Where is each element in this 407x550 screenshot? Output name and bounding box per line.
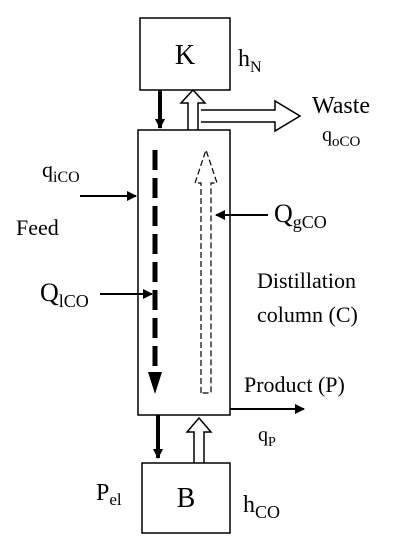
liquid-down-arrowhead <box>148 372 162 394</box>
q-oco-label: qoCO <box>322 124 361 150</box>
q-p-sub: P <box>268 435 276 450</box>
q-lco-label: QlCO <box>40 278 89 311</box>
h-n-main: h <box>238 46 250 72</box>
q-p-main: q <box>258 424 268 446</box>
waste-label: Waste <box>312 93 370 119</box>
q-lco-main: Q <box>40 278 59 307</box>
q-gco-sub: gCO <box>293 212 327 232</box>
p-el-label: Pel <box>96 480 122 509</box>
q-gco-main: Q <box>274 199 293 228</box>
q-oco-main: q <box>322 124 332 146</box>
h-n-label: hN <box>238 46 262 76</box>
h-n-sub: N <box>250 59 262 76</box>
h-co-main: h <box>243 492 255 518</box>
q-ico-main: q <box>42 157 53 182</box>
vapor-dashed-hollow-arrow <box>194 148 218 394</box>
q-lco-sub: lCO <box>59 291 89 311</box>
q-oco-sub: oCO <box>332 134 361 150</box>
vapor-up-hollow-arrow <box>179 88 207 130</box>
q-ico-sub: iCO <box>53 169 80 186</box>
condenser-box <box>139 17 231 91</box>
product-label: Product (P) <box>244 372 345 397</box>
h-co-sub: CO <box>255 502 280 522</box>
q-gco-label: QgCO <box>274 199 327 232</box>
p-el-sub: el <box>109 490 122 509</box>
feed-label: Feed <box>16 215 59 240</box>
q-p-label: qP <box>258 424 276 450</box>
condenser-label: K <box>175 40 195 71</box>
p-el-main: P <box>96 480 109 506</box>
boiler-up-hollow-arrow <box>185 416 213 463</box>
column-label-line2: column (C) <box>257 302 358 327</box>
h-co-label: hCO <box>243 492 280 522</box>
boiler-box <box>141 462 231 534</box>
column-label-line1: Distillation <box>257 268 356 293</box>
q-ico-label: qiCO <box>42 157 80 186</box>
waste-hollow-arrow <box>201 99 302 133</box>
boiler-label: B <box>177 483 196 514</box>
